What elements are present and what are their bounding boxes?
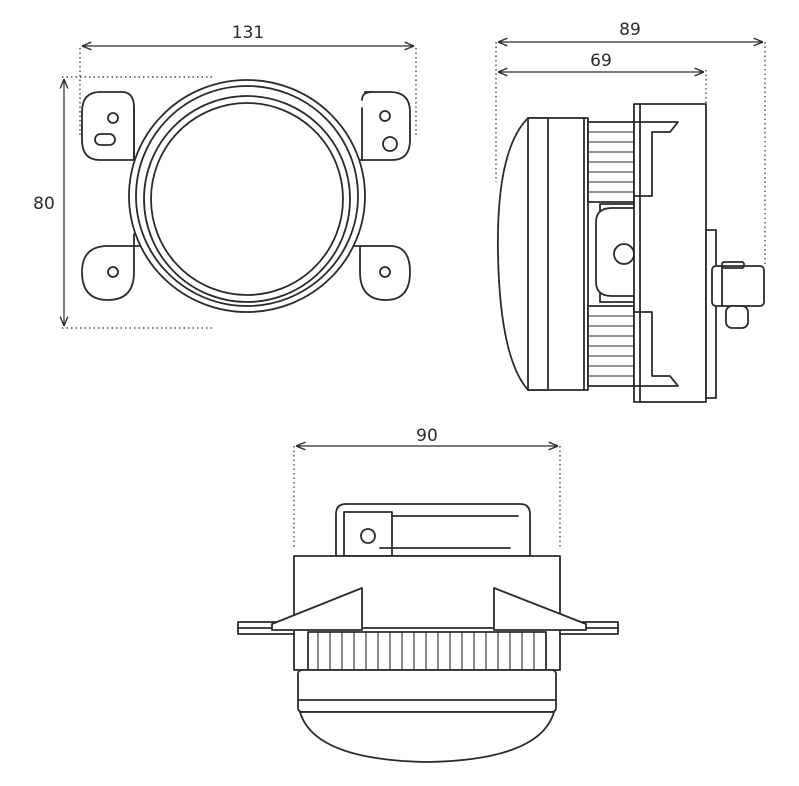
side-total-depth-label: 89 bbox=[619, 20, 641, 40]
bottom-width-label: 90 bbox=[416, 426, 438, 446]
front-housing-inner-ring bbox=[143, 95, 351, 303]
front-hole-tr bbox=[379, 110, 391, 122]
bottom-view: 90 bbox=[237, 426, 619, 763]
front-width-label: 131 bbox=[232, 23, 264, 43]
front-housing-ring bbox=[135, 85, 359, 307]
front-view: 131 80 bbox=[33, 23, 417, 329]
front-hole-br bbox=[379, 266, 391, 278]
side-rear-body bbox=[633, 103, 707, 403]
side-heatsink-upper bbox=[587, 121, 635, 203]
front-housing-outer-ring bbox=[128, 79, 366, 313]
front-bracket-corner-tr bbox=[361, 91, 373, 101]
bottom-heatsink bbox=[307, 631, 547, 671]
side-rear-clip-upper bbox=[633, 121, 679, 197]
side-connector-tab bbox=[721, 261, 745, 269]
bottom-connector-housing bbox=[335, 503, 531, 557]
front-hole-bl bbox=[107, 266, 119, 278]
side-heatsink-lower bbox=[587, 305, 635, 387]
side-rear-clip-lower bbox=[633, 311, 679, 387]
bottom-wing-right bbox=[493, 587, 587, 631]
side-body-depth-label: 69 bbox=[590, 51, 612, 71]
side-rear-plate bbox=[705, 229, 717, 399]
bottom-connector-hole bbox=[360, 528, 376, 544]
front-height-label: 80 bbox=[33, 194, 55, 214]
bottom-lens-dome bbox=[299, 711, 555, 763]
front-lens bbox=[150, 102, 344, 296]
side-connector bbox=[711, 265, 765, 307]
front-hole-tr-lower bbox=[382, 136, 398, 152]
bottom-wing-left bbox=[271, 587, 363, 631]
bottom-bezel bbox=[297, 669, 557, 713]
side-view: 89 69 bbox=[495, 20, 766, 403]
front-hole-tl bbox=[107, 112, 119, 124]
side-bezel bbox=[527, 117, 589, 391]
front-slot-tl bbox=[94, 133, 116, 146]
side-connector-latch bbox=[725, 305, 749, 329]
